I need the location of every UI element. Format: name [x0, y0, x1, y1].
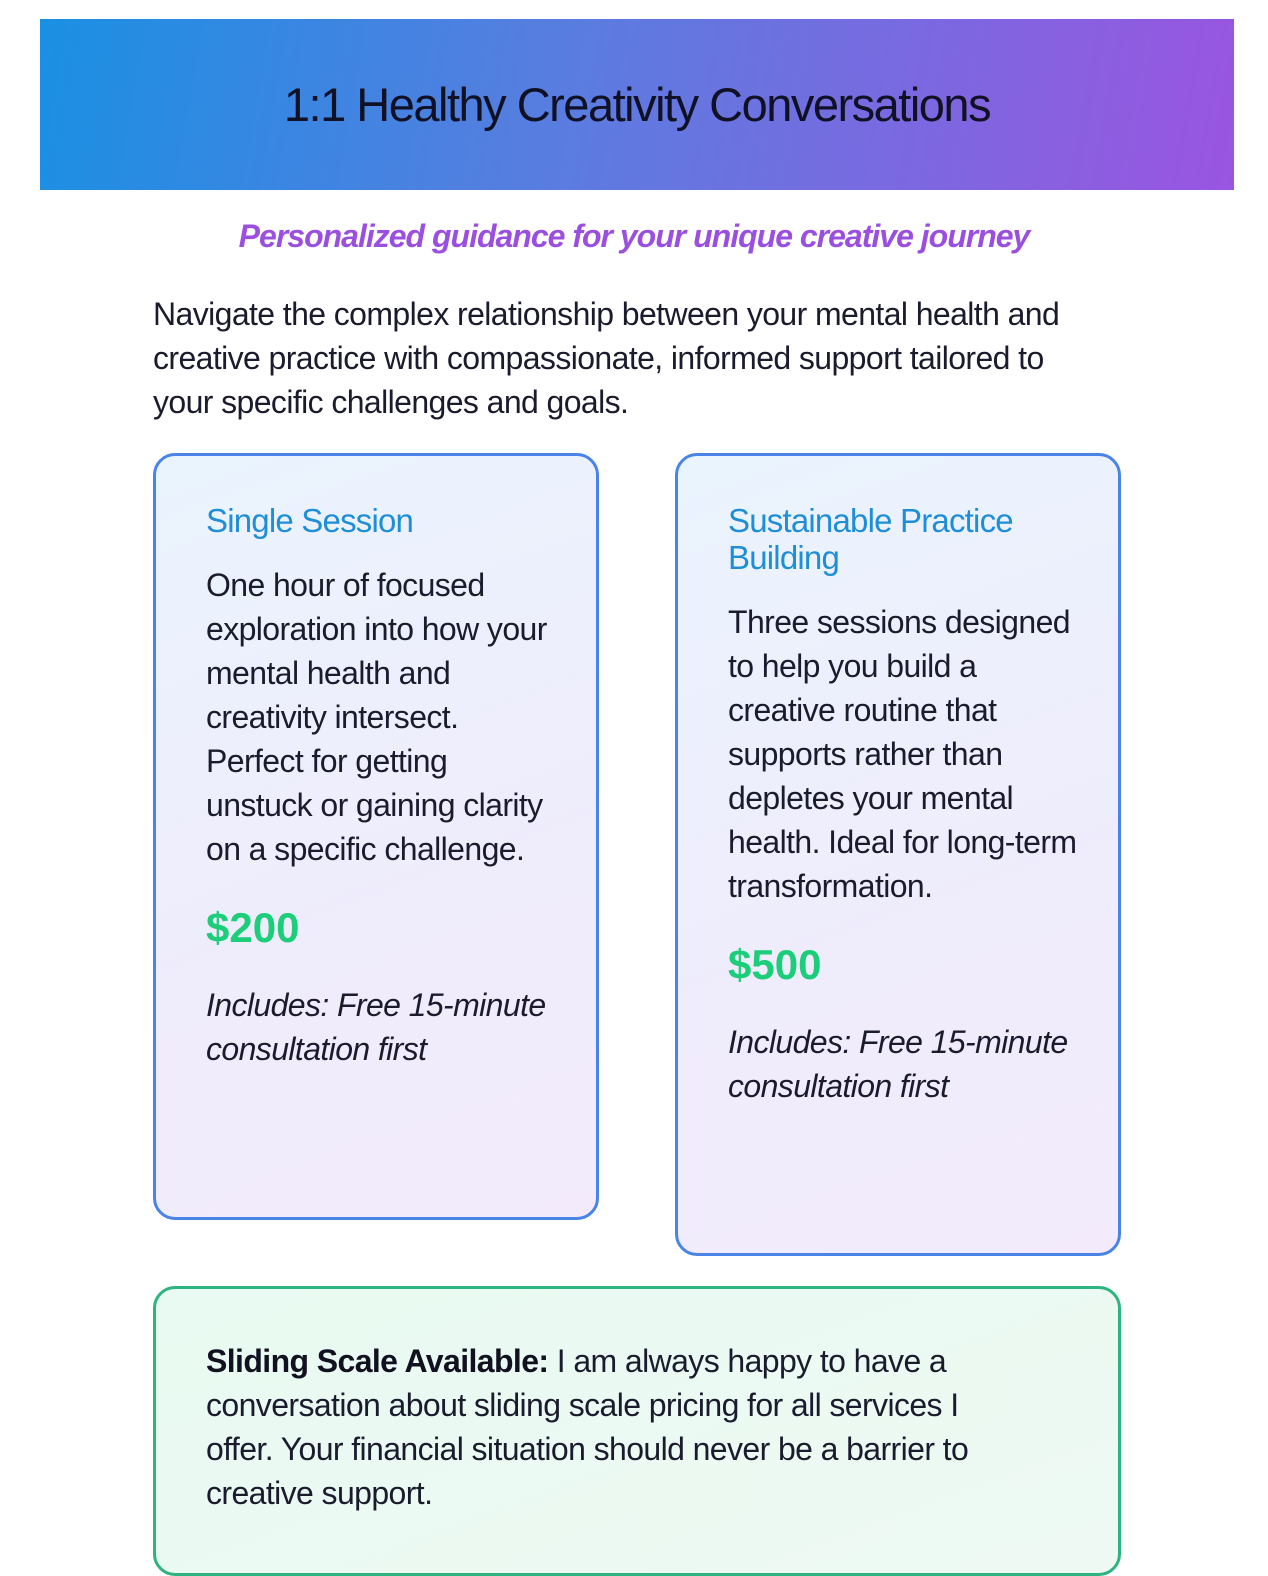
pricing-card-practice-building: Sustainable Practice Building Three sess…: [675, 453, 1121, 1256]
page-subtitle: Personalized guidance for your unique cr…: [238, 218, 1031, 254]
header-banner: 1:1 Healthy Creativity Conversations: [40, 19, 1234, 190]
card-title: Single Session: [206, 502, 414, 539]
page-title: 1:1 Healthy Creativity Conversations: [283, 78, 992, 131]
card-description: One hour of focused exploration into how…: [206, 567, 547, 867]
card-note: Includes: Free 15-minute consultation fi…: [206, 987, 546, 1067]
sliding-scale-text: I am always happy to have a conversation…: [206, 1343, 969, 1511]
intro-paragraph: Navigate the complex relationship betwee…: [153, 296, 1060, 420]
card-price: $500: [728, 941, 822, 988]
sliding-scale-box: Sliding Scale Available: I am always hap…: [153, 1286, 1121, 1576]
card-price: $200: [206, 904, 300, 951]
card-description: Three sessions designed to help you buil…: [728, 604, 1077, 904]
card-title: Sustainable Practice Building: [728, 502, 1014, 576]
sliding-scale-label: Sliding Scale Available:: [206, 1343, 549, 1379]
card-note: Includes: Free 15-minute consultation fi…: [728, 1024, 1068, 1104]
pricing-card-single-session: Single Session One hour of focused explo…: [153, 453, 599, 1220]
